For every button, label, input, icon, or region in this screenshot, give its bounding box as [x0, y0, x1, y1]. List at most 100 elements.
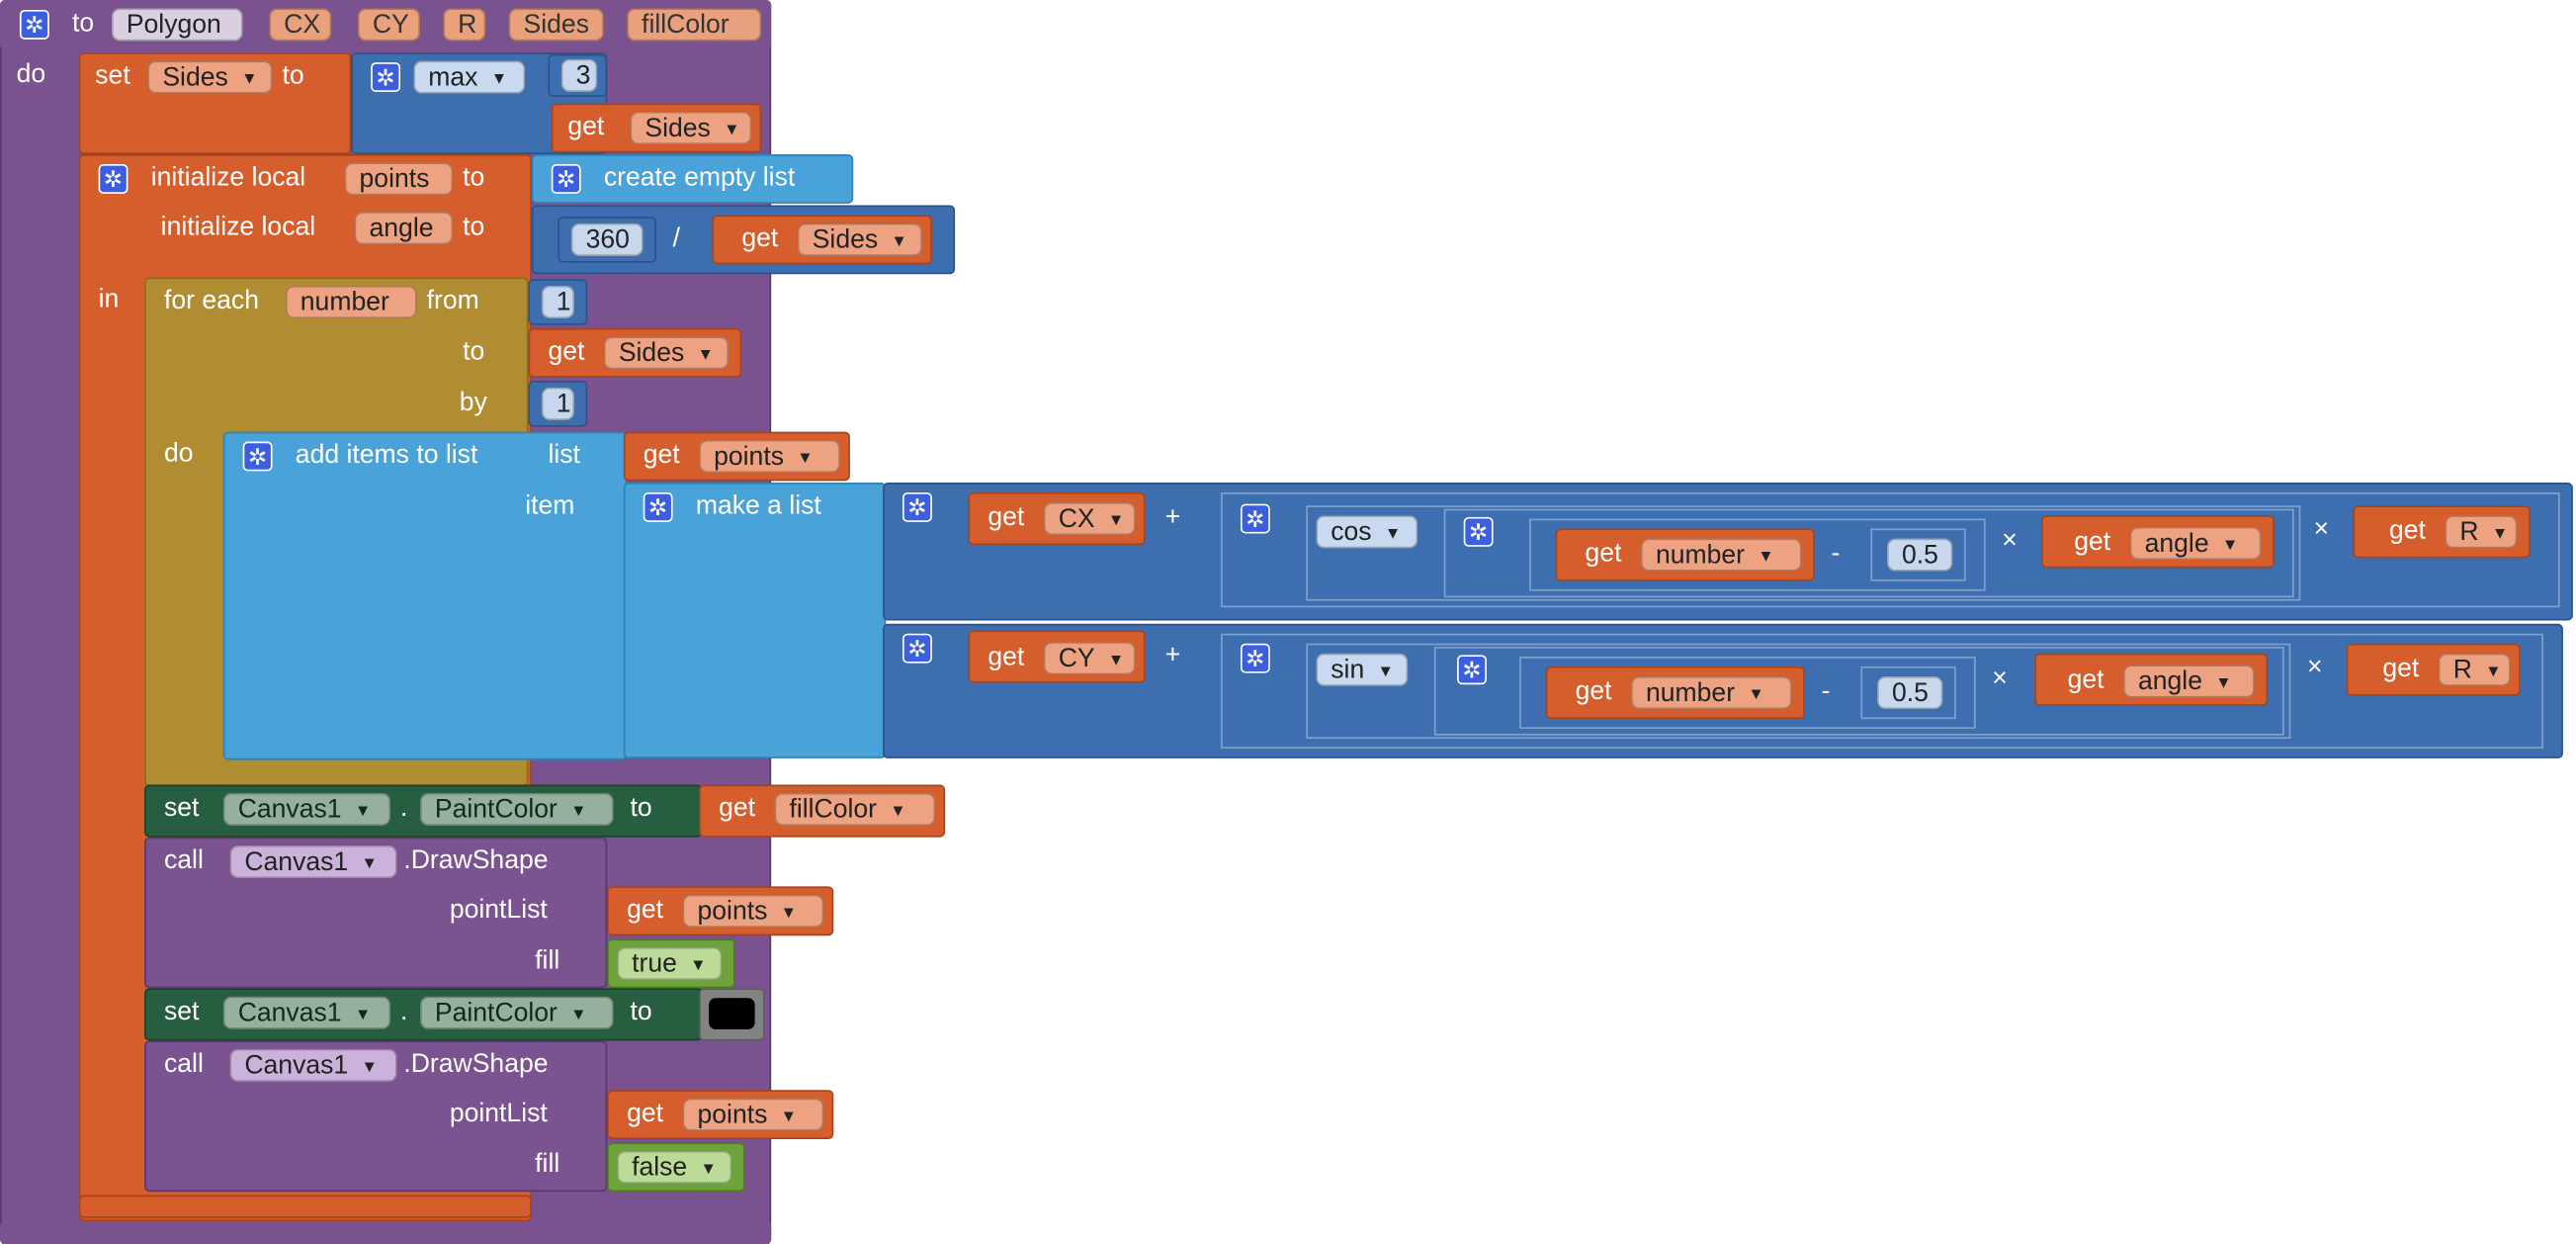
- property-dropdown-paintcolor[interactable]: PaintColor▼: [419, 996, 614, 1029]
- param-r[interactable]: R: [443, 8, 486, 42]
- variable-dropdown-sides[interactable]: Sides▼: [147, 60, 273, 94]
- variable-dropdown-fillcolor[interactable]: fillColor▼: [774, 792, 936, 826]
- sin-block[interactable]: [1306, 643, 2291, 739]
- variable-dropdown-points[interactable]: points▼: [682, 894, 824, 928]
- subtract-block[interactable]: [1519, 657, 1976, 730]
- variable-dropdown-cy[interactable]: CY▼: [1043, 642, 1136, 675]
- variable-dropdown-r[interactable]: R▼: [2445, 515, 2518, 549]
- variable-name: points: [697, 1101, 768, 1130]
- item-label: item: [525, 492, 575, 521]
- gear-icon[interactable]: ✲: [1240, 643, 1270, 673]
- number-block-half[interactable]: [1860, 666, 1956, 720]
- pointlist-label: pointList: [449, 896, 548, 925]
- number-value[interactable]: 0.5: [1877, 675, 1943, 710]
- by-label: by: [459, 389, 487, 417]
- variable-dropdown-sides[interactable]: Sides▼: [630, 111, 752, 145]
- number-value[interactable]: 3: [560, 58, 598, 92]
- boolean-dropdown-true[interactable]: true▼: [617, 946, 723, 981]
- variable-dropdown-sides[interactable]: Sides▼: [797, 222, 922, 256]
- add-items-to-list-block[interactable]: [222, 431, 628, 760]
- number-value[interactable]: 360: [570, 222, 644, 256]
- loop-variable-name[interactable]: number: [285, 285, 417, 319]
- boolean-dropdown-false[interactable]: false▼: [617, 1150, 732, 1184]
- multiply-block-r[interactable]: [1221, 633, 2543, 749]
- procedure-do-label: do: [16, 60, 46, 89]
- create-empty-list-block[interactable]: [531, 154, 854, 204]
- variable-dropdown-points[interactable]: points▼: [699, 439, 840, 474]
- get-label: get: [987, 503, 1025, 532]
- gear-icon[interactable]: ✲: [1240, 503, 1270, 534]
- procedure-to-label: to: [72, 9, 95, 39]
- variable-dropdown-number[interactable]: number▼: [1641, 538, 1802, 572]
- gear-icon[interactable]: ✲: [242, 441, 273, 472]
- number-value[interactable]: 1: [541, 285, 574, 319]
- local-variable-name-points[interactable]: points: [344, 162, 454, 196]
- times-operator: ×: [2306, 653, 2323, 681]
- variable-dropdown-points[interactable]: points▼: [682, 1098, 824, 1131]
- dropdown-arrow-icon: ▼: [697, 346, 714, 365]
- gear-icon[interactable]: ✲: [551, 164, 581, 194]
- variable-dropdown-sides[interactable]: Sides▼: [603, 336, 730, 370]
- variable-name: Sides: [812, 226, 879, 255]
- gear-icon[interactable]: ✲: [19, 9, 49, 40]
- param-cy[interactable]: CY: [357, 8, 420, 42]
- to-label: to: [463, 164, 485, 193]
- subtract-block[interactable]: [1529, 518, 1986, 591]
- param-cx[interactable]: CX: [269, 8, 332, 42]
- procedure-name-field[interactable]: Polygon: [111, 8, 243, 42]
- dropdown-arrow-icon: ▼: [570, 802, 587, 821]
- multiply-block-r[interactable]: [1221, 492, 2560, 608]
- property-name: PaintColor: [434, 796, 558, 825]
- gear-icon[interactable]: ✲: [902, 492, 932, 522]
- property-dropdown-paintcolor[interactable]: PaintColor ▼: [419, 792, 614, 826]
- get-label: get: [2382, 655, 2420, 683]
- variable-name: Sides: [644, 115, 711, 143]
- multiply-block-angle[interactable]: [1433, 647, 2284, 736]
- component-name: Canvas1: [237, 796, 342, 825]
- gear-icon[interactable]: ✲: [902, 633, 932, 664]
- method-name: .DrawShape: [403, 846, 549, 875]
- variable-name: fillColor: [789, 796, 878, 825]
- math-function-dropdown-max[interactable]: max▼: [413, 60, 526, 94]
- make-a-list-block[interactable]: [623, 483, 887, 758]
- dropdown-arrow-icon: ▼: [797, 449, 814, 469]
- number-block-half[interactable]: [1870, 528, 1966, 581]
- dropdown-arrow-icon: ▼: [490, 70, 508, 89]
- component-dropdown-canvas1[interactable]: Canvas1▼: [222, 996, 391, 1029]
- gear-icon[interactable]: ✲: [98, 164, 129, 194]
- gear-icon[interactable]: ✲: [371, 62, 401, 92]
- variable-dropdown-cx[interactable]: CX▼: [1043, 501, 1136, 536]
- procedure-footer-bar: [0, 1221, 772, 1244]
- math-function-dropdown-cos[interactable]: cos▼: [1316, 515, 1418, 549]
- multiply-block-angle[interactable]: [1443, 508, 2294, 598]
- number-value[interactable]: 0.5: [1887, 538, 1953, 572]
- math-function-name: sin: [1331, 657, 1365, 685]
- gear-icon[interactable]: ✲: [1463, 516, 1494, 547]
- component-dropdown-canvas1[interactable]: Canvas1 ▼: [222, 792, 391, 826]
- variable-dropdown-angle[interactable]: angle▼: [2123, 665, 2255, 698]
- color-swatch-black[interactable]: [709, 998, 755, 1029]
- dropdown-arrow-icon: ▼: [354, 802, 372, 821]
- get-label: get: [719, 794, 756, 823]
- dropdown-arrow-icon: ▼: [1377, 663, 1394, 681]
- variable-name: number: [1655, 541, 1745, 571]
- component-dropdown-canvas1[interactable]: Canvas1▼: [229, 1048, 397, 1082]
- get-label: get: [1575, 677, 1612, 706]
- gear-icon[interactable]: ✲: [643, 492, 673, 522]
- variable-dropdown-r[interactable]: R▼: [2438, 653, 2511, 686]
- component-dropdown-canvas1[interactable]: Canvas1▼: [229, 844, 397, 879]
- gear-icon[interactable]: ✲: [1457, 655, 1487, 685]
- math-function-dropdown-sin[interactable]: sin ▼: [1316, 653, 1409, 686]
- boolean-value: false: [632, 1153, 688, 1183]
- param-fillcolor[interactable]: fillColor: [627, 8, 762, 42]
- number-value[interactable]: 1: [541, 387, 574, 420]
- param-sides[interactable]: Sides: [508, 8, 604, 42]
- set-label: set: [164, 998, 200, 1026]
- variable-dropdown-number[interactable]: number▼: [1631, 675, 1792, 710]
- local-variable-name-angle[interactable]: angle: [354, 212, 454, 245]
- to-label: to: [282, 62, 304, 91]
- cos-block[interactable]: [1306, 505, 2301, 601]
- dropdown-arrow-icon: ▼: [570, 1006, 587, 1024]
- from-label: from: [426, 287, 479, 315]
- variable-dropdown-angle[interactable]: angle▼: [2129, 526, 2262, 561]
